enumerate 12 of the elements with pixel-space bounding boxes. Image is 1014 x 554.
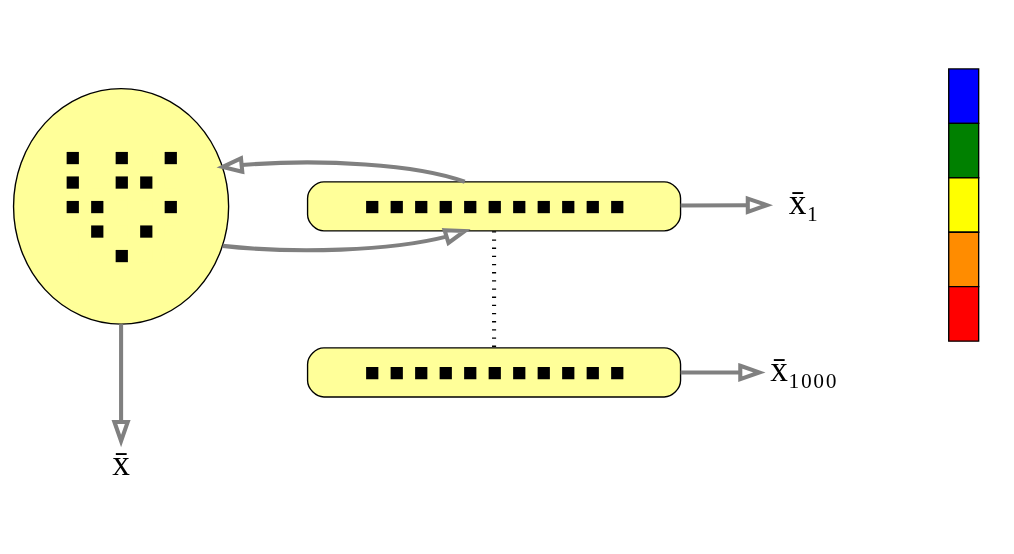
connector: [492, 230, 497, 348]
arrow: [222, 227, 471, 252]
arrow: [680, 195, 774, 215]
node-text: x̄: [112, 442, 130, 483]
arrow: [111, 323, 131, 447]
arrow: [680, 362, 766, 382]
node-text: x̄₁₀₀₀: [770, 348, 838, 389]
node-bar: [306, 180, 682, 232]
node-bar: [306, 346, 682, 398]
node-cloud: [12, 87, 230, 325]
arrow: [216, 154, 466, 184]
node-text: x̄₁: [788, 181, 819, 222]
